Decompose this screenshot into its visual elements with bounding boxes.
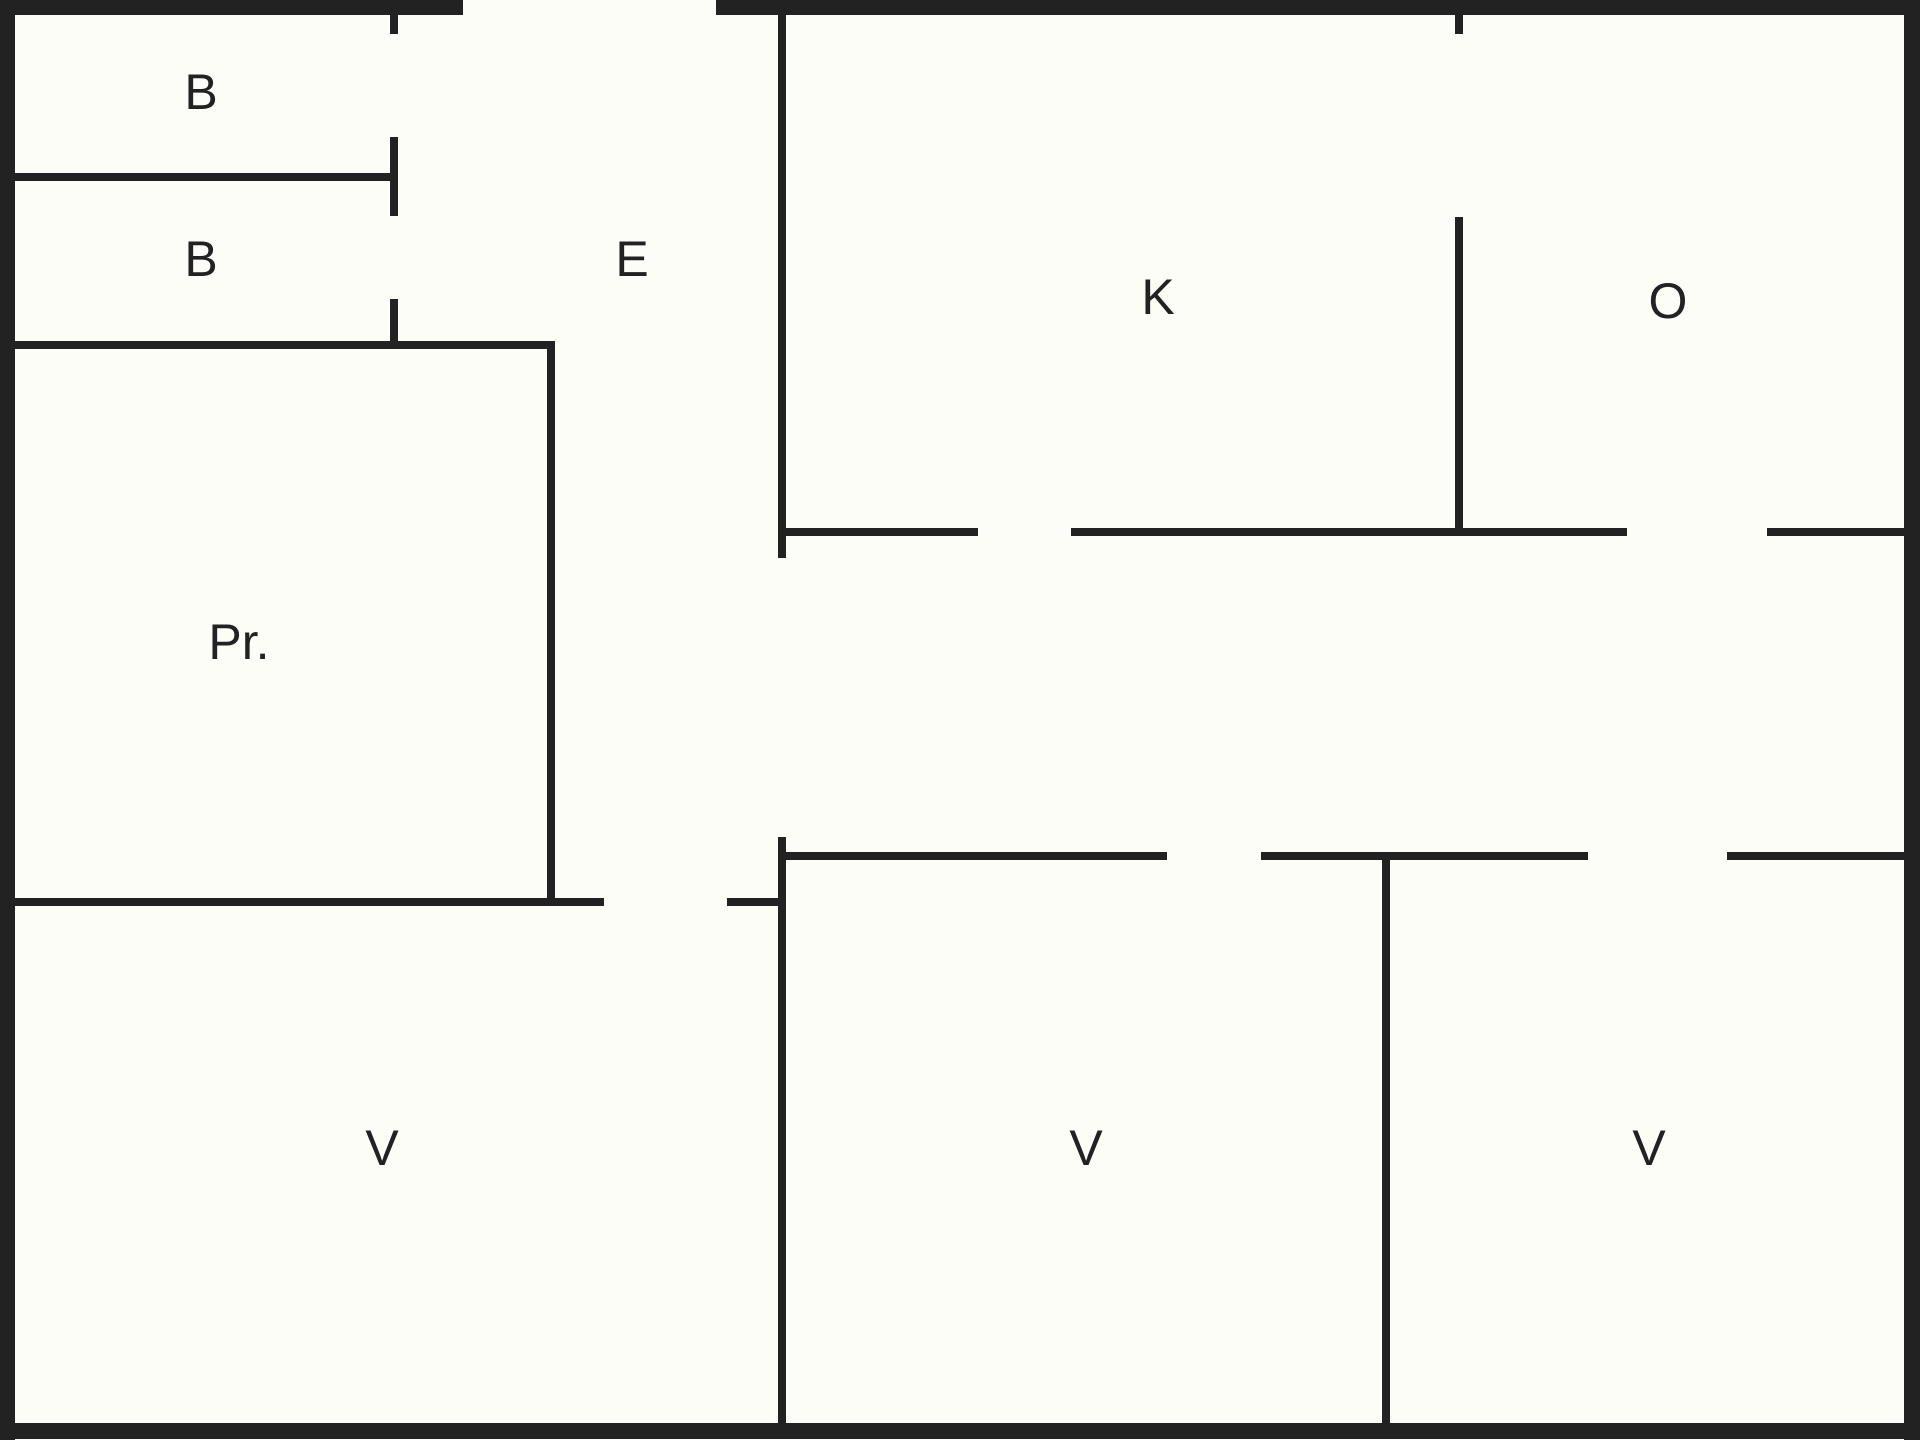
room-label-bath-upper: B	[184, 64, 217, 120]
room-label-living-left: V	[365, 1120, 399, 1176]
room-label-bath-lower: B	[184, 231, 217, 287]
room-label-living-middle: V	[1069, 1120, 1103, 1176]
room-label-living-right: V	[1632, 1120, 1666, 1176]
room-label-entry: E	[615, 231, 648, 287]
room-label-kitchen: K	[1141, 269, 1174, 325]
room-label-pantry: Pr.	[208, 614, 269, 670]
room-label-o: O	[1649, 273, 1688, 329]
room-labels: B B E K O Pr. V V V	[184, 64, 1687, 1176]
